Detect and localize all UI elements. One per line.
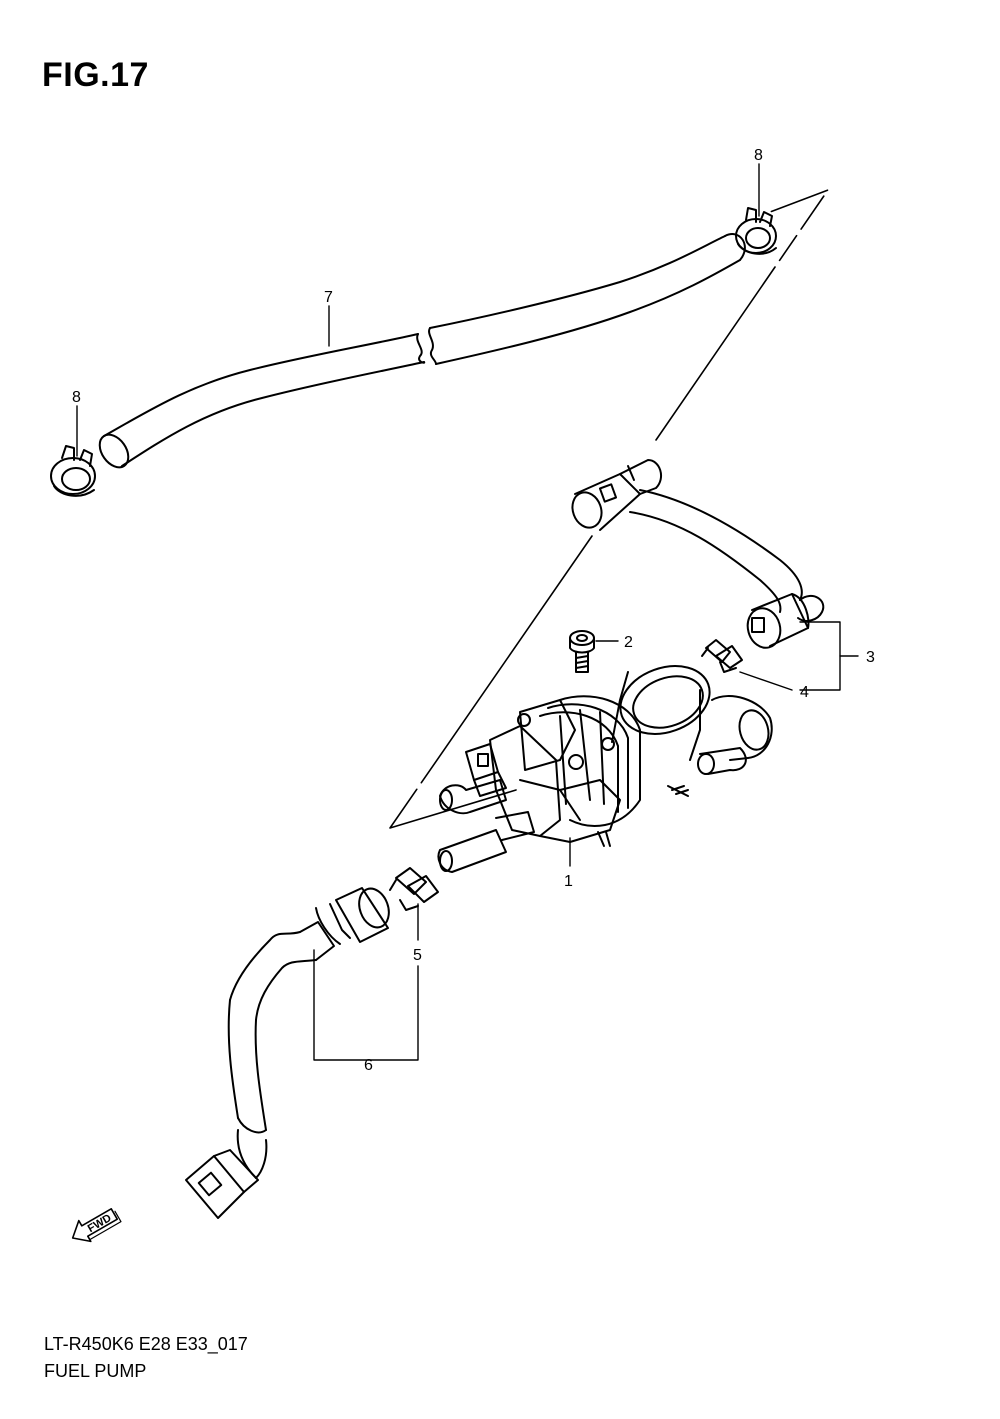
callout-6: 6 bbox=[364, 1057, 373, 1074]
figure-title: FIG.17 bbox=[42, 56, 149, 94]
hose-part-7 bbox=[98, 233, 746, 469]
callout-7: 7 bbox=[324, 289, 333, 306]
clip-part-4 bbox=[701, 639, 743, 673]
drawing-code: LT-R450K6 E28 E33_017 bbox=[44, 1334, 248, 1354]
clamp-part-8-right bbox=[735, 207, 777, 255]
callout-3: 3 bbox=[866, 649, 875, 666]
callout-8-right: 8 bbox=[754, 147, 763, 164]
fwd-label: FWD bbox=[86, 1212, 114, 1235]
callout-labels: 1 2 3 4 5 6 7 8 8 bbox=[72, 147, 875, 1074]
clip-part-5 bbox=[389, 867, 439, 911]
bolt-part-2 bbox=[569, 630, 595, 673]
fwd-arrow-icon: FWD bbox=[71, 1208, 122, 1243]
clamp-part-8-left bbox=[50, 445, 96, 497]
callout-8-left: 8 bbox=[72, 389, 81, 406]
callout-2: 2 bbox=[624, 634, 633, 651]
callout-5: 5 bbox=[413, 947, 422, 964]
hose-part-6 bbox=[185, 887, 390, 1219]
fuel-pump-part-1 bbox=[437, 665, 773, 873]
assembly-guide-lines bbox=[389, 189, 829, 829]
drawing-name: FUEL PUMP bbox=[44, 1361, 147, 1381]
callout-1: 1 bbox=[564, 873, 573, 890]
callout-leaders bbox=[76, 163, 859, 1061]
callout-4: 4 bbox=[800, 684, 809, 701]
hose-part-3 bbox=[571, 459, 825, 649]
